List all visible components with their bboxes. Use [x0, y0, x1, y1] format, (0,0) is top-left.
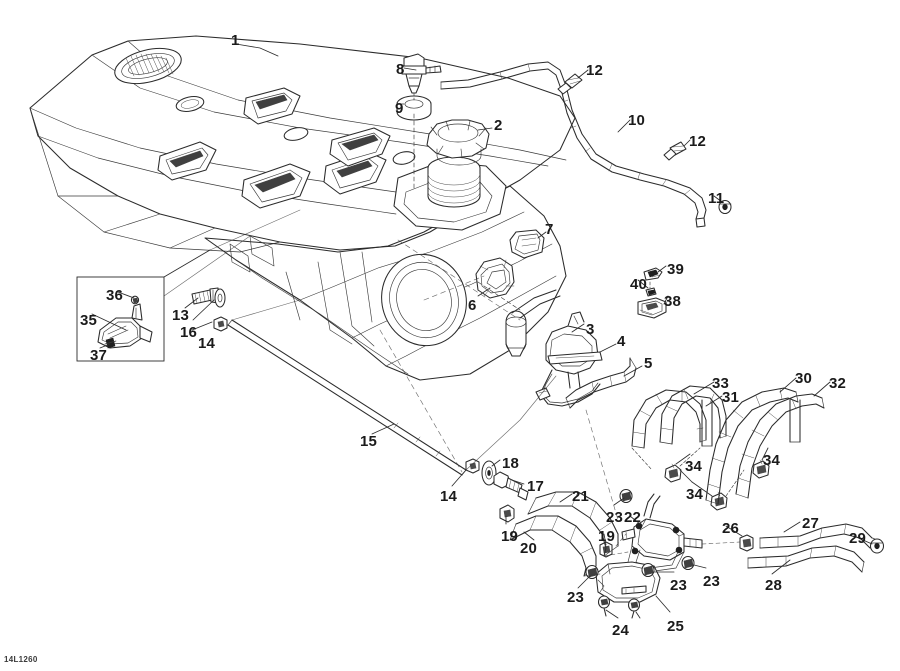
callout-39: 39 [667, 261, 685, 278]
coolant-hose-rear-31 [659, 385, 727, 445]
fuel-tank-assembly [29, 35, 576, 381]
rollover-vent-valve [401, 53, 442, 94]
rear-hose-stub-a [701, 399, 713, 447]
callout-26: 26 [722, 520, 740, 537]
hose-clamp-34a [664, 463, 682, 483]
rear-hose-stub-b [789, 399, 801, 443]
callout-12b: 12 [689, 133, 707, 150]
tank-strap-e [329, 127, 391, 167]
callout-40: 40 [630, 276, 648, 293]
callout-8: 8 [396, 61, 405, 78]
washer-16 [214, 288, 226, 308]
callout-15: 15 [360, 433, 378, 450]
rod-end-fitting-17 [493, 471, 529, 501]
screw-23d [681, 555, 695, 571]
callout-21: 21 [572, 488, 590, 505]
tank-vent-louver [114, 47, 182, 85]
callout-27: 27 [802, 515, 820, 532]
callout-32: 32 [829, 375, 847, 392]
hose-clamp-34c [710, 491, 728, 511]
callout-6: 6 [468, 297, 477, 314]
screw-23b [585, 564, 599, 580]
callout-23d: 23 [703, 573, 721, 590]
callout-1: 1 [231, 32, 240, 49]
callout-37: 37 [90, 347, 108, 364]
ground-terminal-39 [643, 267, 663, 281]
screw-23c [641, 562, 655, 578]
callout-38: 38 [664, 293, 682, 310]
screw-24a [597, 595, 611, 617]
callout-33: 33 [712, 375, 730, 392]
ground-terminal-bracket-38 [637, 297, 667, 319]
tank-strap-b [241, 163, 311, 209]
callout-3: 3 [586, 321, 595, 338]
callout-10: 10 [628, 112, 646, 129]
callout-36: 36 [106, 287, 124, 304]
callout-20: 20 [520, 540, 538, 557]
callout-14b: 14 [440, 488, 458, 505]
hose-clamp-29 [869, 538, 885, 554]
oil-pump-bracket-22 [621, 493, 703, 573]
callout-30: 30 [795, 370, 813, 387]
fuel-pump-retainer-ring [475, 257, 515, 299]
callout-23a: 23 [606, 509, 624, 526]
vent-hose [440, 61, 707, 228]
hose-clamp-12b [663, 141, 687, 161]
tank-strap-a [157, 141, 217, 181]
callout-14a: 14 [198, 335, 216, 352]
callout-24: 24 [612, 622, 630, 639]
callout-35: 35 [80, 312, 98, 329]
coolant-hose-rear-32 [735, 393, 825, 499]
callout-16: 16 [180, 324, 198, 341]
callout-4: 4 [617, 333, 626, 350]
callout-29: 29 [849, 530, 867, 547]
nut-14 [213, 316, 228, 332]
rod-end-washer-18 [481, 460, 497, 486]
callout-28: 28 [765, 577, 783, 594]
screw-23a [619, 488, 633, 504]
mounting-bolt-13 [191, 287, 220, 305]
hose-clamp-34b [752, 459, 770, 479]
vent-valve-grommet [396, 95, 432, 121]
callout-34c: 34 [686, 486, 704, 503]
coolant-hose-rear-30 [705, 387, 799, 505]
ground-screw-40 [645, 287, 657, 297]
fuel-pump-module [505, 289, 603, 407]
callout-19a: 19 [501, 528, 519, 545]
callout-2: 2 [494, 117, 503, 134]
vent-hose-end-clamp [718, 199, 732, 215]
hose-clamp-26 [739, 534, 754, 552]
nut-14b [465, 458, 480, 474]
hose-clamp-19a [499, 504, 515, 523]
callout-12a: 12 [586, 62, 604, 79]
fuel-hose-pump-outlet [565, 357, 637, 409]
callout-5: 5 [644, 355, 653, 372]
callout-34b: 34 [763, 452, 781, 469]
coolant-hose-right-28 [747, 545, 865, 573]
callout-23b: 23 [567, 589, 585, 606]
fuel-tank-cap [426, 119, 490, 166]
callout-31: 31 [722, 389, 740, 406]
fuel-pump-seal-cover [509, 229, 545, 259]
coolant-hose-rear-33 [631, 389, 707, 449]
callout-11: 11 [708, 190, 725, 207]
sheet-identifier: 14L1260 [4, 655, 38, 664]
screw-24b [627, 598, 641, 619]
callout-17: 17 [527, 478, 545, 495]
coolant-hose-upper-21 [527, 491, 619, 557]
callout-19b: 19 [598, 528, 616, 545]
callout-25: 25 [667, 618, 685, 635]
callout-34a: 34 [685, 458, 703, 475]
leader-lines [91, 43, 873, 619]
callout-7: 7 [545, 221, 554, 238]
callout-13: 13 [172, 307, 190, 324]
callout-23c: 23 [670, 577, 688, 594]
tank-strap-c [243, 87, 301, 125]
callout-18: 18 [502, 455, 520, 472]
callout-9: 9 [395, 100, 404, 117]
bracket-detail-inset [76, 249, 211, 362]
hose-clamp-12a [557, 73, 583, 95]
callout-22: 22 [624, 509, 642, 526]
